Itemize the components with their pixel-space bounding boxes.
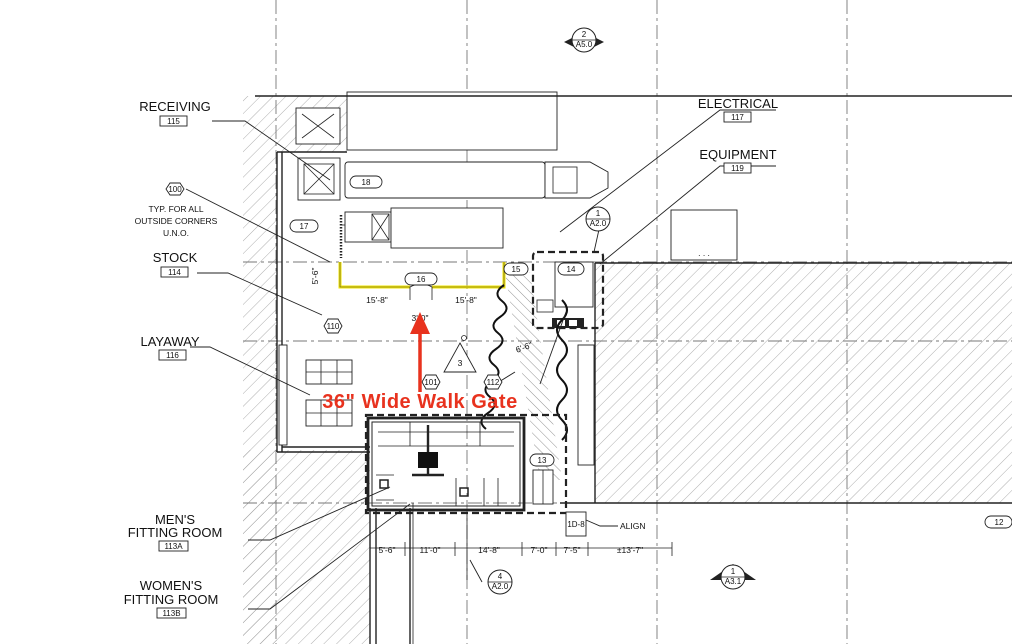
receiving-equipment: . . .	[295, 107, 738, 261]
room-name-electrical: ELECTRICAL	[698, 96, 778, 111]
room-number-layaway: 116	[166, 351, 179, 360]
tag-110: 110	[327, 322, 340, 331]
tag-16: 16	[417, 275, 426, 284]
note-align: ALIGN	[620, 521, 646, 531]
layaway-shelving	[278, 344, 595, 466]
room-number-equipment: 119	[731, 164, 744, 173]
room-name-womens-line2: FITTING ROOM	[124, 592, 219, 607]
room-number-womens: 113B	[162, 609, 180, 618]
section-marker-1-a2: 1 A2.0	[585, 206, 611, 232]
room-name-equipment: EQUIPMENT	[699, 147, 776, 162]
walls	[255, 91, 1012, 644]
room-number-electrical: 117	[731, 113, 744, 122]
room-number-receiving: 115	[167, 117, 180, 126]
dim-row-5-6: 5'-6"	[379, 545, 396, 555]
tag-112: 112	[487, 378, 500, 387]
tag-17: 17	[300, 222, 309, 231]
dim-5-6-vertical: 5'-6"	[310, 268, 320, 285]
svg-text:2: 2	[582, 30, 587, 39]
dim-row-7-5: 7'-5"	[564, 545, 581, 555]
dim-row-7-0: 7'-0"	[531, 545, 548, 555]
section-marker-1-a3: 1 A3.1	[710, 564, 756, 590]
svg-text:1: 1	[731, 567, 736, 576]
room-name-mens-line1: MEN'S	[155, 512, 195, 527]
tag-14: 14	[567, 265, 576, 274]
walk-gate-callout: 36" Wide Walk Gate	[322, 312, 517, 413]
walk-gate-callout-text: 36" Wide Walk Gate	[322, 391, 517, 413]
dim-row-14-8: 14'-8"	[478, 545, 500, 555]
svg-text:A2.0: A2.0	[590, 219, 607, 228]
tag-1d8: 1D-8	[567, 520, 585, 529]
tag-3: 3	[458, 358, 463, 368]
tag-15: 15	[512, 265, 521, 274]
dim-row-13-7: ±13'-7"	[617, 545, 643, 555]
fitting-rooms	[364, 413, 568, 515]
dim-15-8-left: 15'-8"	[366, 295, 388, 305]
dim-row-11-0: 11'-0"	[419, 545, 440, 555]
room-name-mens-line2: FITTING ROOM	[128, 525, 223, 540]
note-typ-line2: OUTSIDE CORNERS	[135, 216, 218, 226]
svg-text:4: 4	[498, 572, 503, 581]
svg-text:1: 1	[596, 209, 601, 218]
room-name-layaway: LAYAWAY	[141, 334, 200, 349]
equipment-dots: . . .	[698, 248, 710, 258]
room-name-stock: STOCK	[153, 250, 198, 265]
tag-101: 101	[424, 378, 438, 387]
tag-100: 100	[168, 185, 182, 194]
room-number-stock: 114	[168, 268, 181, 277]
planting-line	[480, 284, 508, 430]
planting-line-right	[556, 299, 568, 441]
tag-12: 12	[995, 518, 1004, 527]
section-marker-4-a2: 4 A2.0	[487, 569, 513, 595]
svg-text:A5.0: A5.0	[576, 40, 593, 49]
hatched-exterior-zones	[243, 96, 1012, 644]
room-number-mens: 113A	[164, 542, 183, 551]
note-typ-line3: U.N.O.	[163, 228, 189, 238]
dimension-row-lines	[369, 503, 673, 644]
tag-18: 18	[362, 178, 371, 187]
room-name-womens-line1: WOMEN'S	[140, 578, 203, 593]
room-name-receiving: RECEIVING	[139, 99, 211, 114]
tag-13: 13	[538, 456, 547, 465]
section-marker-2-a5: 2 A5.0	[564, 27, 604, 53]
svg-text:A3.1: A3.1	[725, 577, 742, 586]
svg-text:A2.0: A2.0	[492, 582, 509, 591]
dim-15-8-right: 15'-8"	[455, 295, 477, 305]
note-typ-line1: TYP. FOR ALL	[148, 204, 203, 214]
leader-lines	[185, 109, 776, 610]
